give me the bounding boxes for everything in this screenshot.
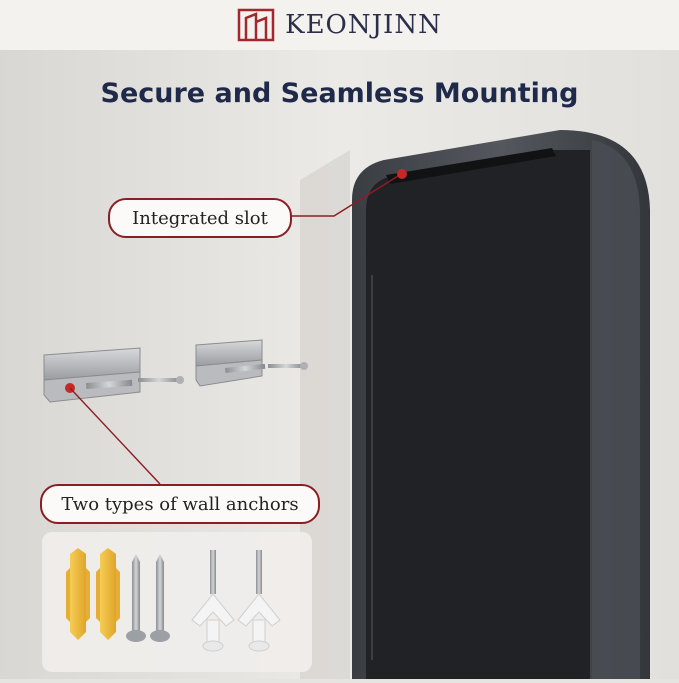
screw-2: [150, 554, 170, 642]
keonjinn-logo-icon: [237, 8, 275, 42]
brand-header: KEONJINN: [0, 0, 679, 50]
white-anchor-1: [191, 550, 235, 652]
slot-marker-dot: [397, 169, 407, 179]
hardware-kit-illustration: [66, 548, 281, 652]
integrated-slot: [386, 148, 556, 184]
yellow-anchor-1: [66, 548, 90, 640]
callout-wall-anchors: Two types of wall anchors: [40, 484, 320, 524]
wall-bracket-left: [43, 347, 184, 403]
mirror: [352, 130, 650, 679]
brand-name: KEONJINN: [285, 10, 442, 40]
anchor-leader-line: [69, 387, 161, 485]
page-title: Secure and Seamless Mounting: [100, 78, 579, 109]
screw-1: [126, 554, 146, 642]
slot-leader-line: [288, 175, 399, 217]
white-anchor-2: [237, 550, 281, 652]
wall-bracket-right: [195, 339, 308, 387]
yellow-anchor-2: [96, 548, 120, 640]
callout-integrated-slot: Integrated slot: [108, 198, 292, 238]
hardware-kit-panel: [42, 532, 312, 672]
